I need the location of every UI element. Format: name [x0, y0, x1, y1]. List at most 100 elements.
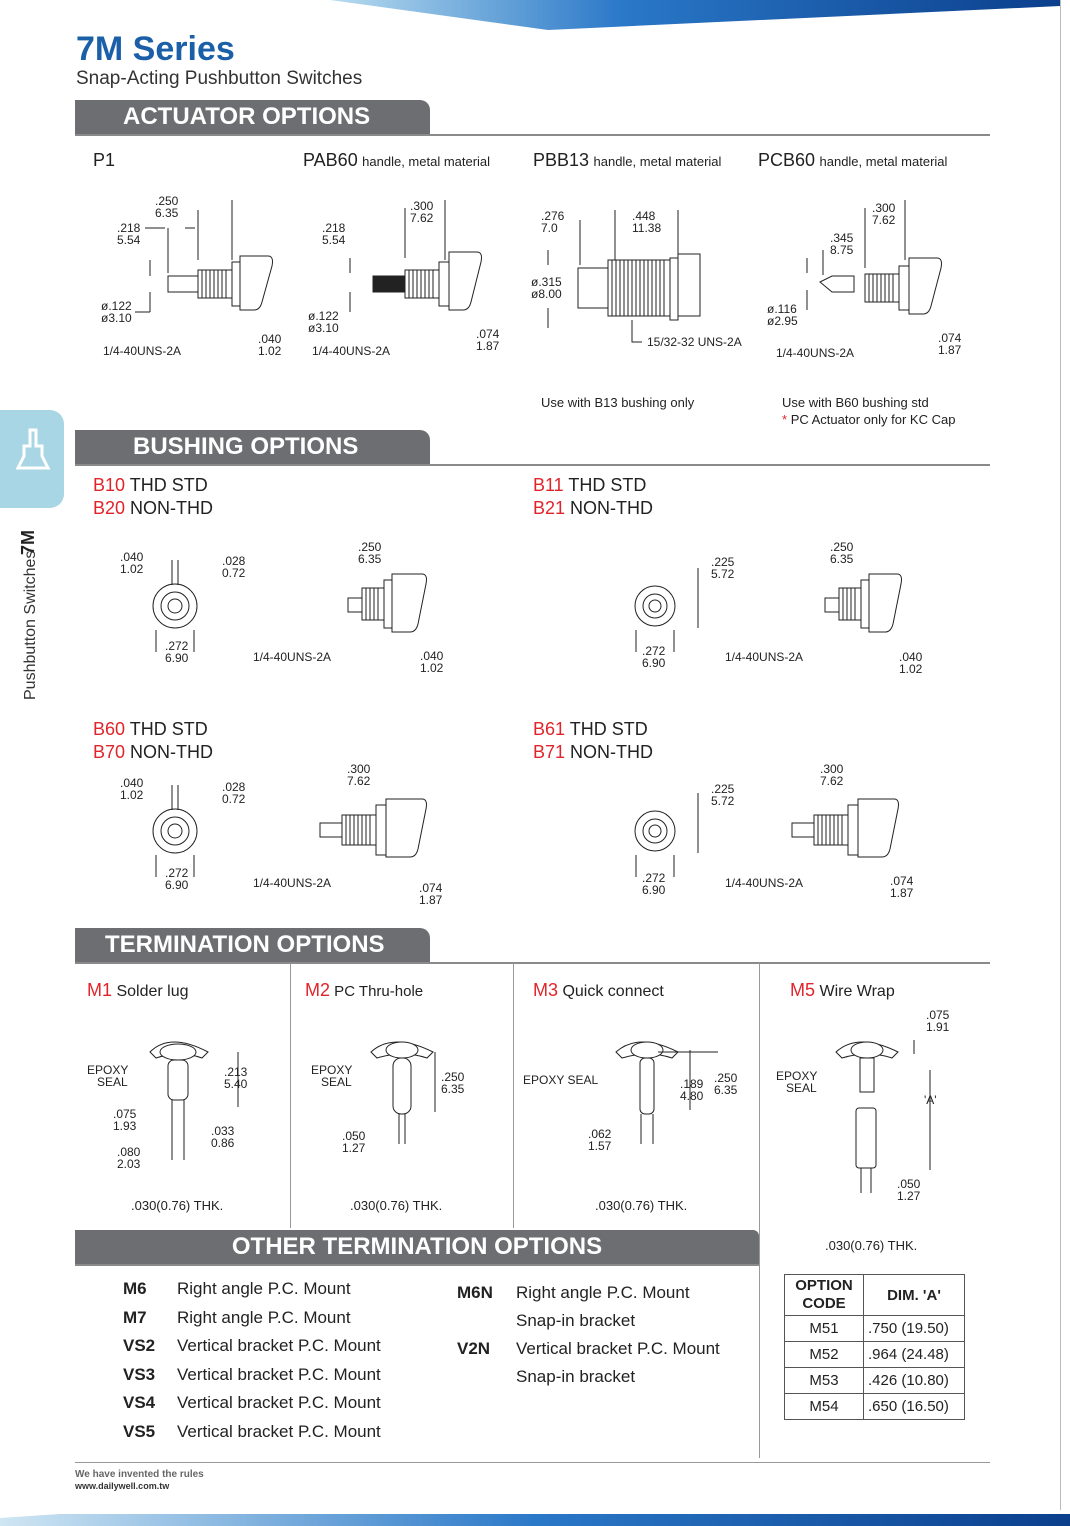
- dim: ø.122: [308, 309, 339, 323]
- sidebar-label: Pushbutton Switches: [22, 550, 39, 700]
- dim: 5.72: [711, 567, 735, 581]
- text: THD STD: [125, 475, 208, 495]
- cell: M53: [784, 1367, 864, 1394]
- header-text: CODE: [802, 1295, 846, 1312]
- dim: .448: [632, 209, 656, 223]
- code: B10: [93, 475, 126, 495]
- pab60-drawing: [349, 200, 482, 312]
- list-item: VS2 Vertical bracket P.C. Mount: [123, 1336, 381, 1365]
- pbb13-thread: 15/32-32 UNS-2A: [647, 335, 742, 349]
- desc: Quick connect: [558, 983, 664, 1000]
- dim: .276: [541, 209, 565, 223]
- actuator-pbb13: PBB13 handle, metal material: [533, 150, 721, 171]
- dim: .040: [258, 332, 282, 346]
- dim: .213: [224, 1065, 248, 1079]
- desc: Vertical bracket P.C. Mount: [177, 1336, 381, 1355]
- dim: 1.87: [419, 893, 443, 907]
- dim: .075: [926, 1008, 950, 1022]
- dim: EPOXY: [311, 1063, 353, 1077]
- star-mark: *: [782, 412, 788, 427]
- dim: EPOXY: [87, 1063, 129, 1077]
- dim: .074: [476, 327, 500, 341]
- p1-drawing: [135, 200, 273, 313]
- m5-dim-a: 'A': [924, 1093, 937, 1107]
- footer-slogan: We have invented the rules: [75, 1469, 204, 1480]
- dim: 1.93: [113, 1119, 137, 1133]
- code: M6: [123, 1279, 147, 1298]
- pbb13-drawing: [547, 210, 701, 343]
- code: M5: [790, 980, 816, 1000]
- dim: 6.90: [642, 656, 666, 670]
- term-m3: M3 Quick connect: [533, 980, 664, 1001]
- text: NON-THD: [565, 498, 654, 518]
- term-m2: M2 PC Thru-hole: [305, 980, 423, 1001]
- dim: .040: [899, 650, 923, 664]
- dim: 5.40: [224, 1077, 248, 1091]
- code: B20: [93, 498, 126, 518]
- term-m1: M1 Solder lug: [87, 980, 189, 1001]
- desc: Right angle P.C. Mount: [177, 1307, 351, 1327]
- dim: .225: [711, 555, 735, 569]
- dim: 6.35: [714, 1083, 738, 1097]
- desc: Solder lug: [112, 983, 189, 1000]
- cell: .750 (19.50): [863, 1315, 965, 1342]
- desc: Right angle P.C. Mount: [177, 1279, 351, 1298]
- dim: 7.62: [820, 774, 844, 788]
- divider: [290, 963, 291, 1228]
- bushing-b61-drawing: [634, 793, 899, 877]
- desc: Snap-in bracket: [516, 1367, 636, 1386]
- code: M2: [305, 980, 331, 1000]
- note-text: PC Actuator only for KC Cap: [790, 412, 956, 427]
- option-code: P1: [93, 150, 116, 170]
- code: B71: [533, 742, 566, 762]
- pbb13-note: Use with B13 bushing only: [541, 395, 695, 410]
- m5-thk: .030(0.76) THK.: [825, 1238, 918, 1253]
- code: B70: [93, 742, 126, 762]
- dim: ø.116: [767, 302, 797, 316]
- p1-thread: 1/4-40UNS-2A: [103, 344, 182, 358]
- dim: 1.87: [938, 343, 962, 357]
- dim: 7.62: [410, 211, 434, 225]
- desc: Vertical bracket P.C. Mount: [177, 1421, 381, 1441]
- dim: 1.27: [897, 1189, 921, 1203]
- dim: 7.62: [872, 213, 896, 227]
- dim: EPOXY: [776, 1069, 818, 1083]
- bushing-b61: B61 THD STD B71 NON-THD: [533, 718, 653, 764]
- pcb60-note: Use with B60 bushing std: [782, 395, 929, 410]
- dim: 4.80: [680, 1089, 704, 1103]
- dim: .189: [680, 1077, 704, 1091]
- code: VS2: [123, 1336, 156, 1355]
- table-row: M51.750 (19.50): [784, 1315, 965, 1342]
- dim: .225: [711, 782, 735, 796]
- bushing-b60: B60 THD STD B70 NON-THD: [93, 718, 213, 764]
- cell: .964 (24.48): [863, 1341, 965, 1368]
- code: VS4: [123, 1393, 156, 1412]
- cell: M51: [784, 1315, 864, 1342]
- dim: .300: [410, 199, 434, 213]
- actuator-pab60: PAB60 handle, metal material: [303, 150, 490, 171]
- actuator-heading-text: ACTUATOR OPTIONS: [123, 103, 371, 130]
- page-subtitle: Snap-Acting Pushbutton Switches: [76, 68, 363, 89]
- dim: 1.87: [890, 886, 914, 900]
- dim: .074: [890, 874, 914, 888]
- dim: .250: [358, 540, 382, 554]
- bushing-b10: B10 THD STD B20 NON-THD: [93, 474, 213, 520]
- dim: 11.38: [632, 221, 662, 235]
